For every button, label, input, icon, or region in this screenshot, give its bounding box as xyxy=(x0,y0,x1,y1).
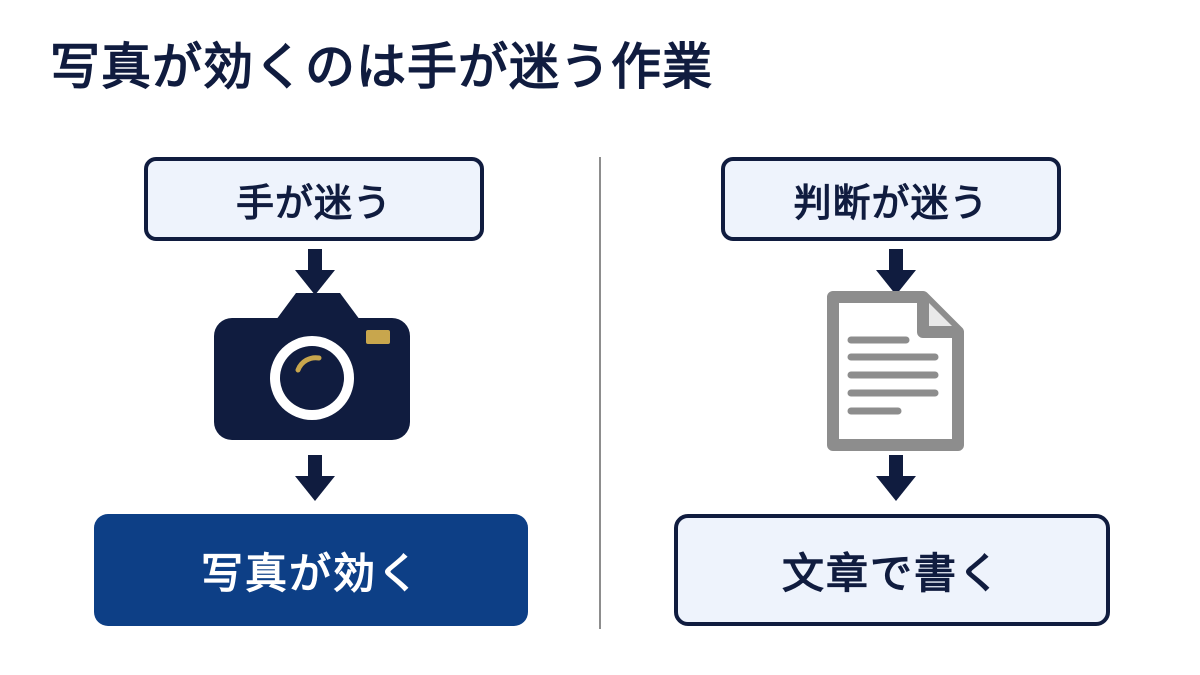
left-top-box: 手が迷う xyxy=(144,157,484,241)
camera-icon xyxy=(214,290,410,440)
document-icon xyxy=(823,287,968,455)
left-bottom-label: 写真が効く xyxy=(200,548,421,598)
down-arrow-icon xyxy=(866,249,926,301)
center-divider xyxy=(599,157,601,629)
right-bottom-label: 文章で書く xyxy=(781,548,1002,598)
right-bottom-box: 文章で書く xyxy=(674,514,1110,626)
right-top-box: 判断が迷う xyxy=(721,157,1061,241)
left-top-label: 手が迷う xyxy=(235,180,392,225)
left-bottom-box: 写真が効く xyxy=(94,514,528,626)
page-title: 写真が効くのは手が迷う作業 xyxy=(50,38,713,96)
down-arrow-icon xyxy=(285,249,345,301)
down-arrow-icon xyxy=(285,455,345,507)
right-top-label: 判断が迷う xyxy=(793,180,989,225)
down-arrow-icon xyxy=(866,455,926,507)
